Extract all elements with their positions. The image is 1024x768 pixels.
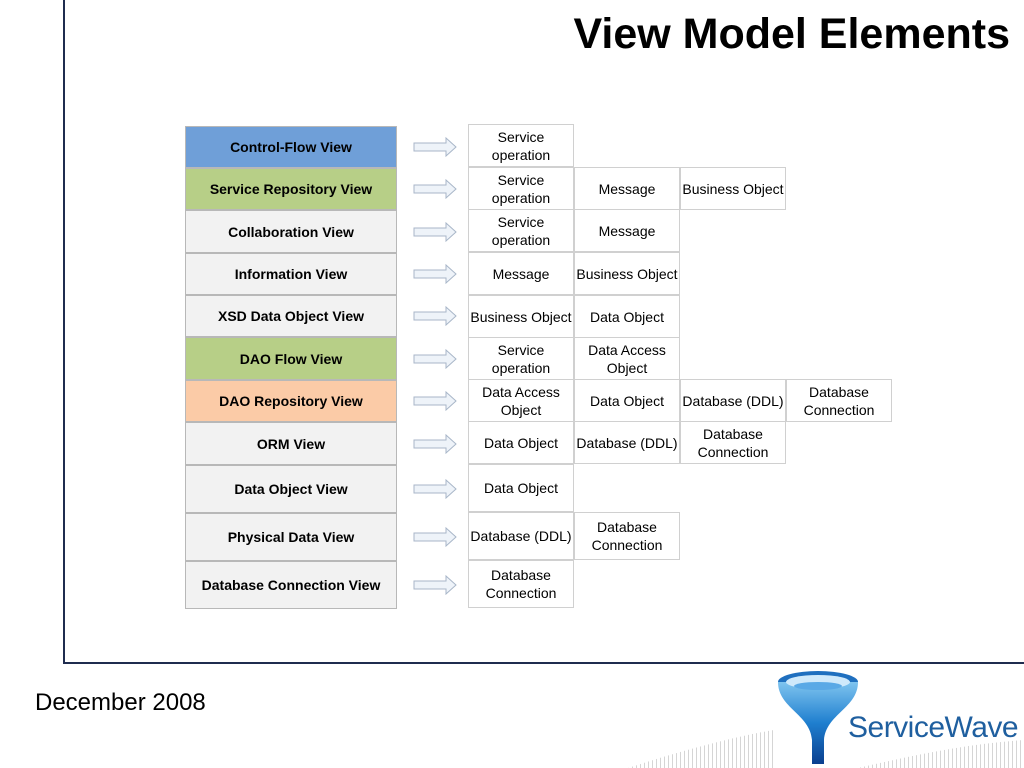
view-name-cell: Physical Data View [185, 513, 397, 561]
view-name-cell: Control-Flow View [185, 126, 397, 168]
logo-wave-stripes-right-icon [858, 740, 1024, 768]
servicewave-logo [628, 671, 1024, 768]
model-element-cell: Data Object [468, 421, 574, 464]
model-element-cell: Message [468, 252, 574, 295]
view-name-cell: DAO Repository View [185, 380, 397, 422]
model-element-cell: Business Object [680, 167, 786, 210]
slide-frame-left-line [63, 0, 65, 664]
right-arrow-icon [413, 575, 457, 595]
right-arrow-icon [413, 391, 457, 411]
right-arrow-icon [413, 221, 457, 242]
slide-frame-bottom-line [63, 662, 1024, 664]
model-element-cell: Message [574, 209, 680, 252]
right-arrow-icon [413, 433, 457, 454]
view-name-cell: Data Object View [185, 465, 397, 513]
model-element-cell: Business Object [468, 295, 574, 338]
model-element-cell: Database (DDL) [680, 379, 786, 422]
model-element-cell: Business Object [574, 252, 680, 295]
model-element-cell: Service operation [468, 209, 574, 252]
right-arrow-icon [413, 527, 457, 547]
model-element-cell: Data Access Object [574, 337, 680, 380]
view-name-cell: ORM View [185, 422, 397, 465]
right-arrow-icon [413, 479, 457, 499]
view-name-cell: Database Connection View [185, 561, 397, 609]
model-element-cell: Database Connection [680, 421, 786, 464]
view-name-cell: XSD Data Object View [185, 295, 397, 337]
model-element-cell: Service operation [468, 124, 574, 167]
view-name-cell: Service Repository View [185, 168, 397, 210]
model-element-cell: Database Connection [468, 560, 574, 608]
model-element-cell: Service operation [468, 167, 574, 210]
right-arrow-icon [413, 348, 457, 369]
logo-text: ServiceWave [848, 711, 1019, 744]
model-element-cell: Service operation [468, 337, 574, 380]
model-element-cell: Data Object [574, 295, 680, 338]
model-element-cell: Data Object [468, 464, 574, 512]
model-element-cell: Database (DDL) [468, 512, 574, 560]
model-element-cell: Database Connection [574, 512, 680, 560]
view-name-cell: Collaboration View [185, 210, 397, 253]
right-arrow-icon [413, 264, 457, 284]
footer-date: December 2008 [35, 689, 206, 716]
model-element-cell: Database Connection [786, 379, 892, 422]
view-name-cell: DAO Flow View [185, 337, 397, 380]
right-arrow-icon [413, 179, 457, 199]
slide-title: View Model Elements [573, 10, 1010, 58]
model-element-cell: Message [574, 167, 680, 210]
model-element-cell: Database (DDL) [574, 421, 680, 464]
model-element-cell: Data Access Object [468, 379, 574, 422]
right-arrow-icon [413, 306, 457, 326]
right-arrow-icon [413, 137, 457, 157]
logo-wave-stripes-icon [628, 730, 774, 768]
logo-funnel-icon [778, 682, 858, 764]
view-name-cell: Information View [185, 253, 397, 295]
model-element-cell: Data Object [574, 379, 680, 422]
